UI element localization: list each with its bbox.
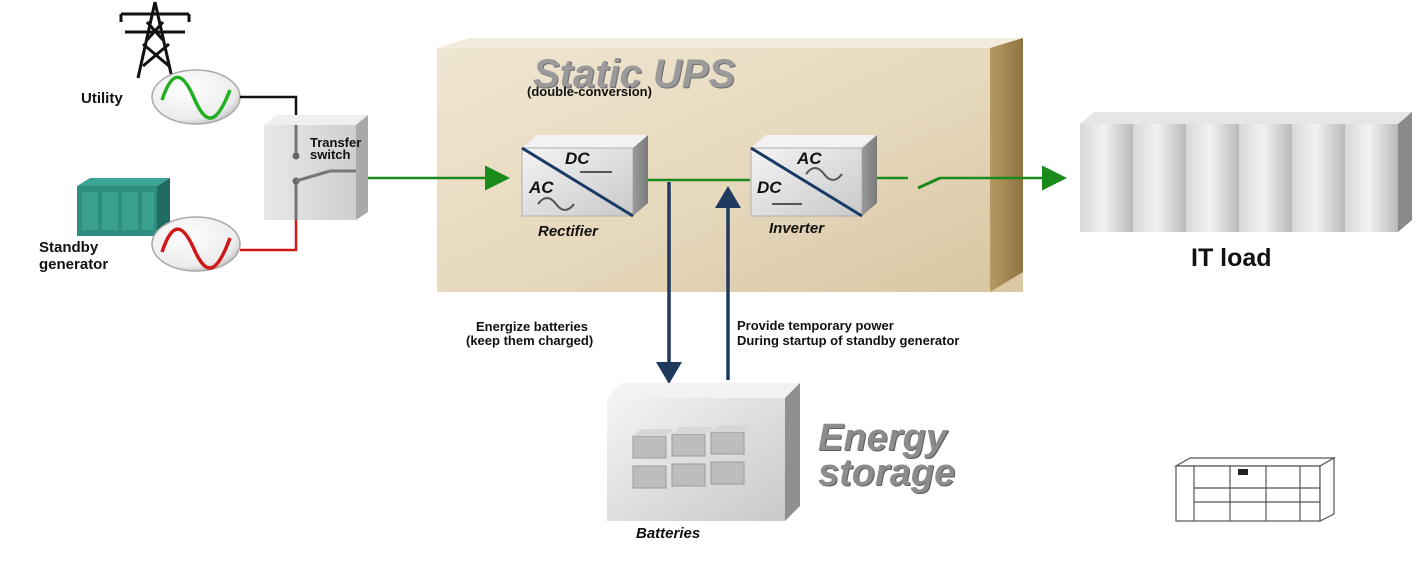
- charge-note-line1: Energize batteries: [476, 319, 588, 334]
- generator-feed-wire: [240, 220, 298, 252]
- server-rack: [1186, 112, 1253, 232]
- utility-label: Utility: [81, 90, 123, 107]
- standby-generator-icon: [77, 178, 170, 236]
- server-rack: [1292, 112, 1359, 232]
- inverter-label: Inverter: [769, 220, 825, 237]
- rectifier-dc-label: DC: [565, 149, 590, 168]
- generator-ac-source-icon: [151, 216, 241, 272]
- transfer-switch-label-line2: switch: [310, 147, 351, 162]
- utility-ac-source-icon: [151, 69, 241, 125]
- energy-storage-title-line2: storage: [818, 452, 956, 494]
- energy-storage-title-line1: Energy: [818, 417, 947, 459]
- rectifier-ac-label: AC: [529, 178, 554, 197]
- charge-note-line2: (keep them charged): [466, 333, 594, 348]
- server-rack: [1133, 112, 1200, 232]
- it-load-racks: [1080, 112, 1412, 232]
- charge-flow-arrow: [656, 182, 682, 384]
- server-rack: [1345, 112, 1412, 232]
- server-rack: [1080, 112, 1147, 232]
- inverter-ac-label: AC: [797, 149, 822, 168]
- discharge-flow-arrow: [715, 186, 741, 380]
- transfer-switch-label-line1: Transfer: [310, 135, 362, 150]
- transmission-tower-icon: [119, 1, 191, 79]
- ups-cabinet-icon: [1173, 456, 1337, 522]
- server-rack: [1239, 112, 1306, 232]
- standby-label-line1: Standby: [39, 239, 99, 256]
- it-load-label: IT load: [1191, 244, 1272, 272]
- supply-note-line2: During startup of standby generator: [737, 333, 960, 348]
- battery-cabinet: [607, 383, 800, 521]
- transfer-switch-icon: [264, 115, 368, 220]
- inverter-block: [750, 135, 877, 218]
- supply-note-line1: Provide temporary power: [737, 318, 894, 333]
- battery-cells-icon: [632, 425, 752, 489]
- rectifier-block: [521, 135, 648, 218]
- bypass-switch-blade: [917, 176, 941, 190]
- inverter-dc-label: DC: [757, 178, 782, 197]
- ups-title: Static UPS: [533, 52, 736, 96]
- rectifier-label: Rectifier: [538, 223, 599, 240]
- standby-label-line2: generator: [39, 256, 109, 273]
- batteries-label: Batteries: [636, 525, 701, 542]
- ups-subtitle: (double-conversion): [527, 84, 652, 99]
